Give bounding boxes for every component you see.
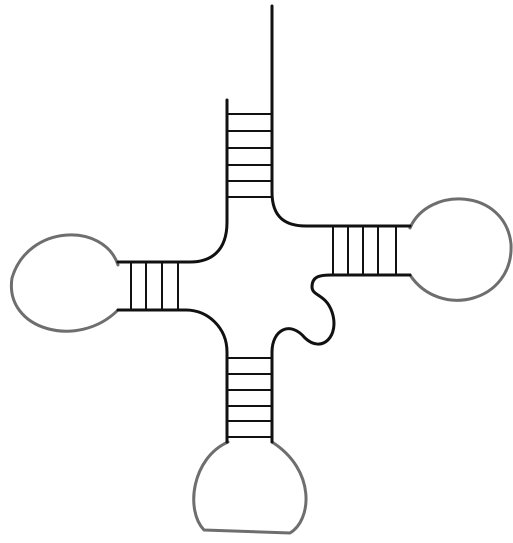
top-right-strand: [272, 6, 410, 226]
left-bottom-strand: [118, 310, 227, 442]
hairpin-loops: [11, 199, 511, 533]
top-stem: [227, 114, 272, 197]
backbone-strands: [118, 6, 410, 442]
top-left-strand: [118, 100, 227, 262]
left-hairpin-loop: [11, 235, 118, 331]
right-hairpin-loop: [410, 199, 511, 300]
left-stem: [131, 262, 178, 310]
bottom-hairpin-loop: [194, 442, 306, 533]
right-stem: [333, 226, 396, 275]
bottom-right-strand: [272, 275, 410, 442]
bottom-stem: [227, 358, 272, 437]
